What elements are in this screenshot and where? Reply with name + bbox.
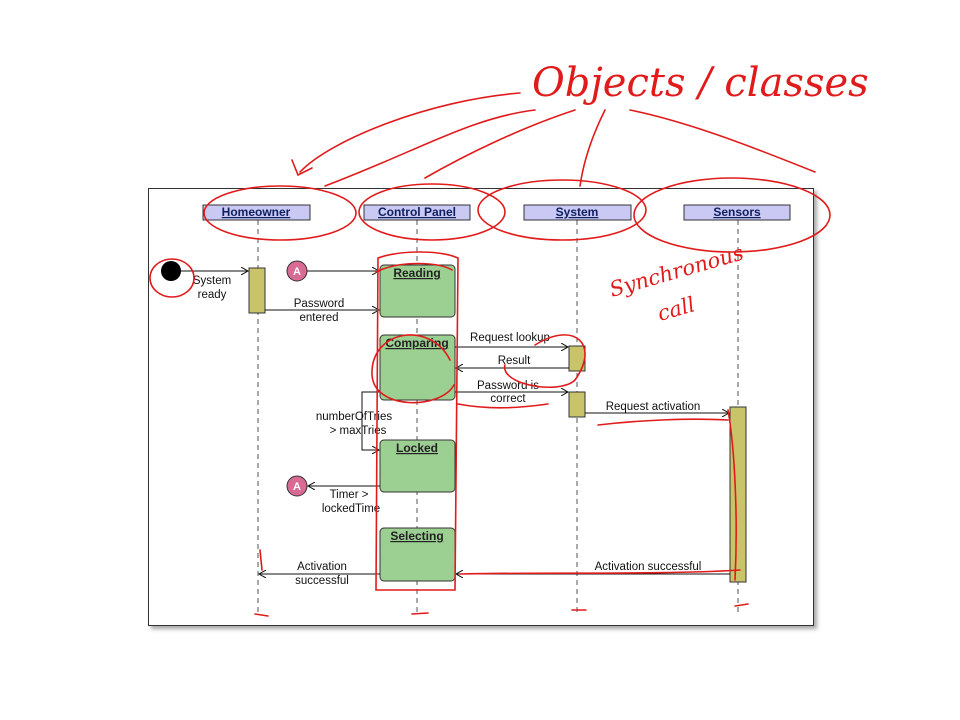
msg-system-ready-line2: ready [198,289,227,301]
lifeline-header-system: System [523,204,632,221]
ink-tick-homeowner-mid [259,549,263,571]
note-synchronous-line1: Synchronous [607,241,747,302]
msg-system-ready-line1: System [193,275,231,287]
msg-guard-line1: numberOfTries [316,411,393,423]
connector-a-top: A [286,260,308,282]
ink-control-panel-outline [375,251,459,591]
activation-sensors [729,406,747,583]
lifeline-control-panel-label: Control Panel [378,205,456,219]
msg-activation-successful-sensors: Activation successful [595,561,702,573]
ink-circle-sensors [633,177,831,253]
ink-circle-initial-dot [149,258,195,298]
ink-pointer-sensors [629,109,816,173]
ink-circle-sync-call [504,334,586,388]
msg-password-entered-line1: Password [294,298,345,310]
lifeline-homeowner-label: Homeowner [222,205,291,219]
msg-request-lookup: Request lookup [470,332,550,344]
connector-a-bottom: A [286,475,308,497]
ink-tick-homeowner [254,613,269,617]
ink-sensors-bar [727,409,737,581]
state-reading: Reading [379,264,456,318]
connector-a-bottom-label: A [293,481,301,493]
msg-activation-successful-home-line1: Activation [297,561,347,573]
msg-guard-line2: > maxTries [330,425,387,437]
state-locked: Locked [379,439,456,493]
msg-password-correct-line1: Password is [477,380,539,392]
msg-request-activation: Request activation [606,401,701,413]
state-comparing: Comparing [379,334,456,401]
ink-pointer-system [424,109,576,179]
ink-circle-system [477,179,647,241]
arrow-guard-to-locked [361,391,380,450]
ink-underline-password [457,403,549,409]
msg-timer-line1: Timer > [330,489,369,501]
msg-timer-line2: lockedTime [322,503,380,515]
msg-result: Result [498,355,531,367]
activation-homeowner [248,267,266,314]
ink-activation-arrow [459,569,741,575]
initial-state-dot [161,261,181,281]
state-selecting: Selecting [379,527,456,582]
note-objects-classes: Objects / classes [532,60,869,106]
msg-activation-successful-home-line2: successful [295,575,349,587]
activation-system-activation [568,391,586,418]
state-comparing-label: Comparing [385,336,448,350]
ink-circle-homeowner [203,185,357,241]
state-reading-label: Reading [393,266,440,280]
ink-reading-box [375,262,453,273]
ink-tick-sensors [734,603,749,607]
lifeline-header-homeowner: Homeowner [202,204,311,221]
state-selecting-label: Selecting [390,529,443,543]
ink-pointer-head-homeowner [291,159,313,177]
msg-password-entered-line2: entered [299,312,338,324]
ink-circle-control-panel [358,183,506,241]
ink-pointer-system-2 [579,109,606,187]
ink-pointer-homeowner [299,92,521,173]
lifeline-header-sensors: Sensors [683,204,791,221]
lifeline-header-control-panel: Control Panel [363,204,471,221]
lifeline-system-label: System [556,205,599,219]
ink-pointer-control-panel [324,109,536,187]
ink-underline-activation [597,418,729,426]
ink-circle-comparing [371,334,455,404]
msg-password-correct-line2: correct [490,393,526,405]
lifeline-sensors-label: Sensors [713,205,761,219]
note-synchronous-line2: call [655,292,698,325]
ink-tick-control-panel [411,612,429,615]
connector-a-top-label: A [293,266,301,278]
state-locked-label: Locked [396,441,438,455]
